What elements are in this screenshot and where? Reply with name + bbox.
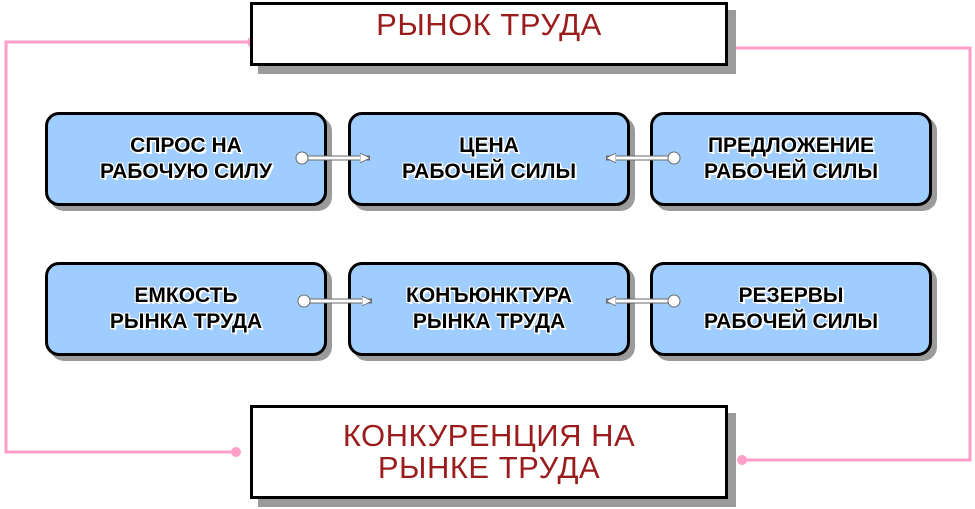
node-labor-reserves: РЕЗЕРВЫ РАБОЧЕЙ СИЛЫ <box>650 262 932 356</box>
node-labor-supply: ПРЕДЛОЖЕНИЕ РАБОЧЕЙ СИЛЫ <box>650 112 932 206</box>
labor-market-title-box: РЫНОК ТРУДА <box>250 2 728 66</box>
node-label: ЕМКОСТЬ РЫНКА ТРУДА <box>109 284 263 333</box>
node-labor-price: ЦЕНА РАБОЧЕЙ СИЛЫ <box>348 112 630 206</box>
node-label: ПРЕДЛОЖЕНИЕ РАБОЧЕЙ СИЛЫ <box>704 134 878 183</box>
left-connector-dot-bottom <box>231 447 241 457</box>
right-connector-dot-bottom <box>737 455 747 465</box>
right-connector <box>724 46 972 462</box>
left-connector <box>4 40 252 454</box>
node-label: СПРОС НА РАБОЧУЮ СИЛУ <box>99 134 273 183</box>
node-label: РЕЗЕРВЫ РАБОЧЕЙ СИЛЫ <box>704 284 878 333</box>
node-label: ЦЕНА РАБОЧЕЙ СИЛЫ <box>402 134 576 183</box>
node-label: КОНЪЮНКТУРА РЫНКА ТРУДА <box>406 284 572 333</box>
competition-title-box: КОНКУРЕНЦИЯ НА РЫНКЕ ТРУДА <box>250 405 728 499</box>
competition-title: КОНКУРЕНЦИЯ НА РЫНКЕ ТРУДА <box>342 418 636 485</box>
labor-market-title: РЫНОК ТРУДА <box>376 7 602 42</box>
node-market-capacity: ЕМКОСТЬ РЫНКА ТРУДА <box>45 262 327 356</box>
node-labor-demand: СПРОС НА РАБОЧУЮ СИЛУ <box>45 112 327 206</box>
node-market-conjuncture: КОНЪЮНКТУРА РЫНКА ТРУДА <box>348 262 630 356</box>
